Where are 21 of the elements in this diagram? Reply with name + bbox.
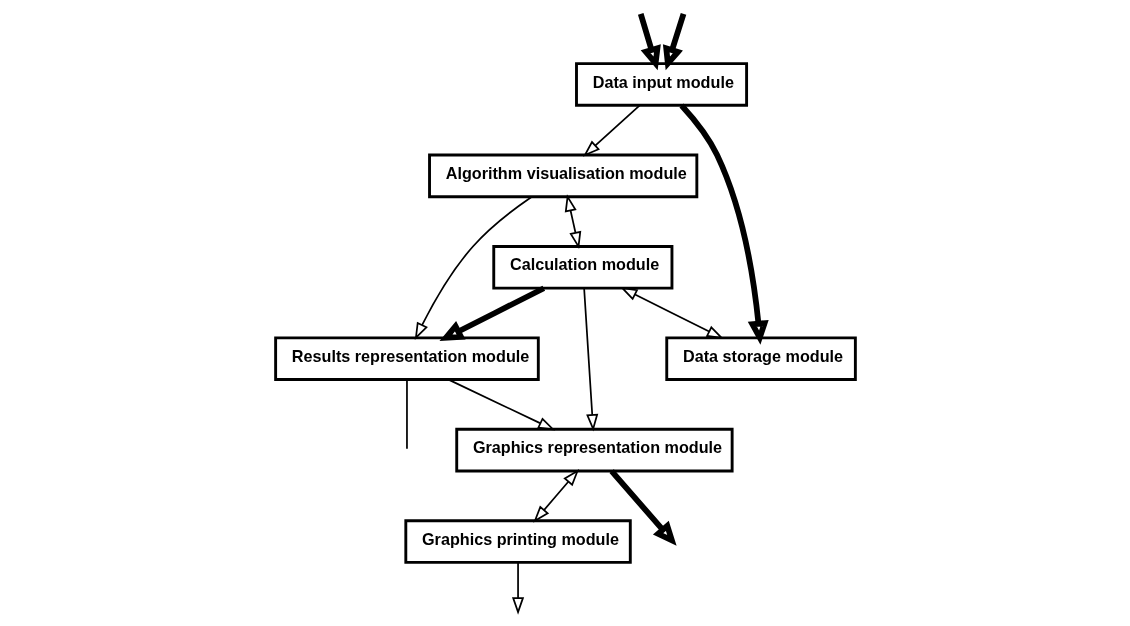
arrow [447,378,555,431]
node-box: Graphics representation module [454,427,734,473]
arrow [582,287,598,432]
arrow [678,103,769,345]
arrow [662,13,686,71]
node-box: Algorithm visualisation module [427,153,698,199]
arrow [511,561,524,615]
arrow [582,104,641,157]
arrow [414,196,532,340]
arrow [532,469,579,523]
arrow [438,285,545,342]
node-box: Data input module [574,62,748,107]
connector [405,378,408,450]
arrow [619,287,724,339]
arrow [608,469,677,546]
node-box: Data storage module [664,336,857,381]
node-box: Results representation module [273,336,540,381]
arrow [637,13,661,71]
arrow [564,194,581,249]
node-box: Graphics printing module [403,519,632,564]
node-box: Calculation module [491,245,673,290]
